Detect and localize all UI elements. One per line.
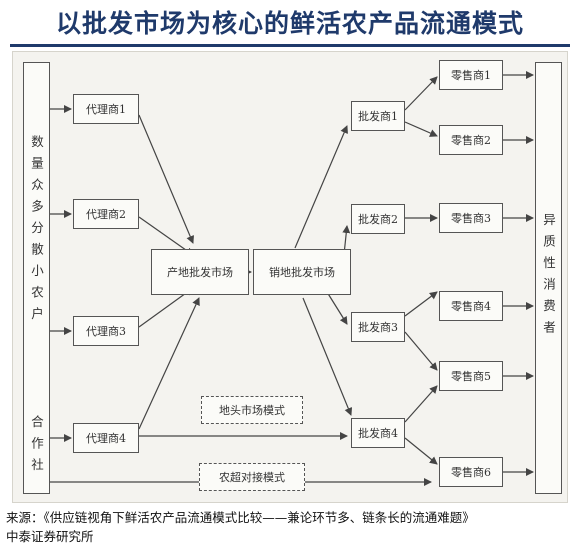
retailer-box: 零售商3 [439,203,503,233]
wholesaler-box: 批发商3 [351,312,405,342]
small-farmers-label: 数量众多分散小农户 [29,135,44,329]
arrow-dest-wholesaler1 [294,125,348,249]
wholesaler-box: 批发商1 [351,101,405,131]
arrow-agent1-origin [138,114,194,244]
source-line-1: 来源：《供应链视角下鲜活农产品流通模式比较——兼论环节多、链条长的流通难题》 [6,510,475,525]
destination-market-box: 销地批发市场 [253,249,351,295]
farm-supermarket-mode: 农超对接模式 [199,463,305,491]
arrow-dest-wholesaler3 [326,291,348,325]
wholesaler-box: 批发商4 [351,418,405,448]
arrow-agent4-origin [138,297,200,430]
agent-box: 代理商2 [73,199,139,229]
arrow-dest-wholesaler4 [302,297,353,416]
origin-market-box: 产地批发市场 [151,249,249,295]
agent-box: 代理商4 [73,423,139,453]
arrow-wholesaler3-retailer5 [404,331,438,371]
cooperative-label: 合作社 [29,414,44,480]
arrow-wholesaler4-retailer6 [404,437,438,465]
arrow-wholesaler1-retailer2 [404,121,438,137]
page-title: 以批发市场为核心的鲜活农产品流通模式 [55,9,524,38]
field-market-mode: 地头市场模式 [201,396,303,424]
arrow-wholesaler4-retailer5 [404,385,438,423]
wholesaler-box: 批发商2 [351,204,405,234]
producers-box [23,62,50,494]
arrow-agent2-origin [138,216,194,256]
consumers-box [535,62,562,494]
flow-arrows [50,71,534,486]
retailer-box: 零售商6 [439,457,503,487]
diagram-canvas: 数量众多分散小农户 合作社 代理商1 代理商2 代理商3 代理商4 产地批发市场… [12,51,568,503]
arrow-wholesaler1-retailer1 [404,76,438,111]
source-note: 来源：《供应链视角下鲜活农产品流通模式比较——兼论环节多、链条长的流通难题》 中… [6,508,576,546]
source-line-2: 中泰证券研究所 [6,529,94,544]
arrow-wholesaler3-retailer4 [404,291,438,317]
retailer-box: 零售商4 [439,291,503,321]
agent-box: 代理商3 [73,316,139,346]
retailer-box: 零售商1 [439,60,503,90]
agent-box: 代理商1 [73,94,139,124]
retailer-box: 零售商5 [439,361,503,391]
title-underline [10,44,570,47]
consumers-label: 异质性消费者 [541,212,556,342]
retailer-box: 零售商2 [439,125,503,155]
